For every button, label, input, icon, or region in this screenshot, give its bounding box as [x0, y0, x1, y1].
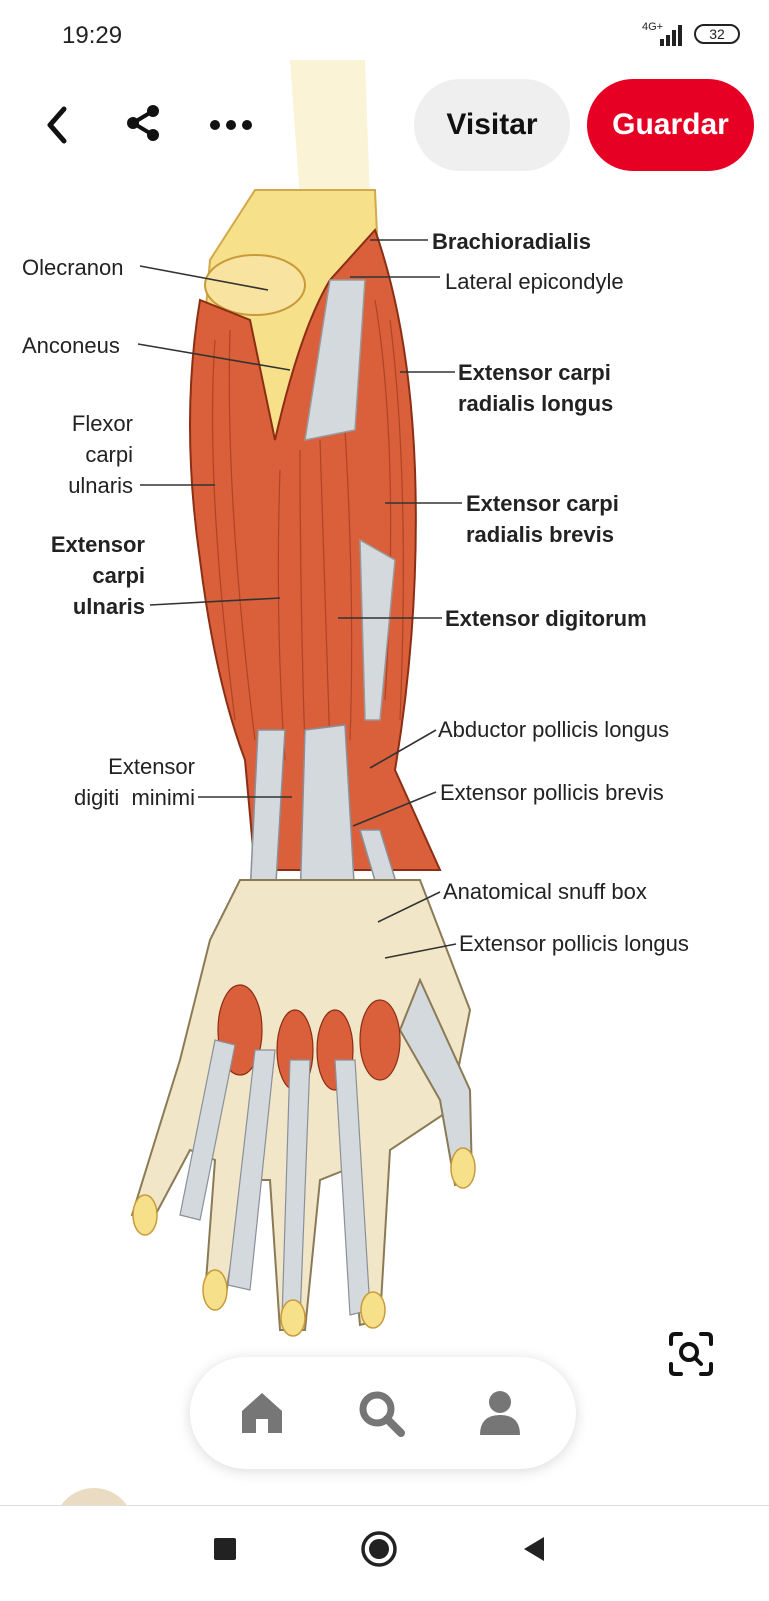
label-line: carpi [85, 442, 133, 467]
more-horizontal-icon [210, 120, 252, 130]
status-bar: 19:29 4G+ 32 [0, 0, 769, 70]
label-anatomical-snuff-box: Anatomical snuff box [443, 879, 647, 904]
label-line: radialis longus [458, 391, 614, 416]
signal-icon [660, 25, 682, 46]
label-line: carpi [92, 563, 145, 588]
recents-icon[interactable] [212, 1536, 238, 1562]
home-circle-icon[interactable] [360, 1530, 398, 1568]
label-flexor-carpi-ulnaris: Flexor carpi ulnaris [40, 408, 133, 501]
label-extensor-pollicis-brevis: Extensor pollicis brevis [440, 780, 664, 805]
label-line: Extensor [108, 754, 195, 779]
network-type: 4G+ [642, 21, 664, 33]
label-extensor-digitorum: Extensor digitorum [445, 606, 647, 631]
label-line: ulnaris [68, 473, 133, 498]
label-abductor-pollicis-longus: Abductor pollicis longus [438, 717, 670, 742]
label-extensor-pollicis-longus: Extensor pollicis longus [459, 931, 689, 956]
search-icon[interactable] [355, 1387, 407, 1439]
label-brachioradialis: Brachioradialis [432, 229, 591, 254]
status-time: 19:29 [62, 22, 123, 49]
back-button[interactable] [32, 100, 82, 150]
visit-button[interactable]: Visitar [414, 79, 570, 171]
label-extensor-carpi-radialis-brevis: Extensor carpi radialis brevis [466, 488, 619, 550]
profile-icon[interactable] [474, 1387, 526, 1439]
more-options-button[interactable] [205, 100, 257, 150]
pin-image[interactable] [0, 60, 769, 1480]
chevron-left-icon [47, 106, 67, 144]
label-line: ulnaris [72, 594, 145, 619]
visual-search-icon[interactable] [667, 1330, 715, 1378]
label-olecranon: Olecranon [22, 255, 124, 280]
label-extensor-digiti-minimi: Extensor digiti minimi [30, 751, 195, 813]
share-button[interactable] [118, 98, 168, 148]
label-line: Extensor [50, 532, 145, 557]
label-line: Extensor carpi [458, 360, 611, 385]
share-icon [127, 105, 159, 141]
humerus-bone [290, 60, 370, 200]
save-button[interactable]: Guardar [587, 79, 754, 171]
label-extensor-carpi-ulnaris: Extensor carpi ulnaris [20, 529, 145, 622]
label-line: radialis brevis [466, 522, 614, 547]
home-icon[interactable] [236, 1387, 288, 1439]
label-line: Flexor [71, 411, 133, 436]
label-extensor-carpi-radialis-longus: Extensor carpi radialis longus [458, 357, 613, 419]
label-line: digiti minimi [73, 785, 195, 810]
battery-indicator: 32 [694, 24, 740, 44]
bottom-navigation [190, 1357, 576, 1469]
label-anconeus: Anconeus [22, 333, 120, 358]
label-lateral-epicondyle: Lateral epicondyle [445, 269, 624, 294]
system-navigation-bar [0, 1505, 769, 1601]
label-line: Extensor carpi [466, 491, 619, 516]
back-triangle-icon[interactable] [520, 1534, 548, 1564]
